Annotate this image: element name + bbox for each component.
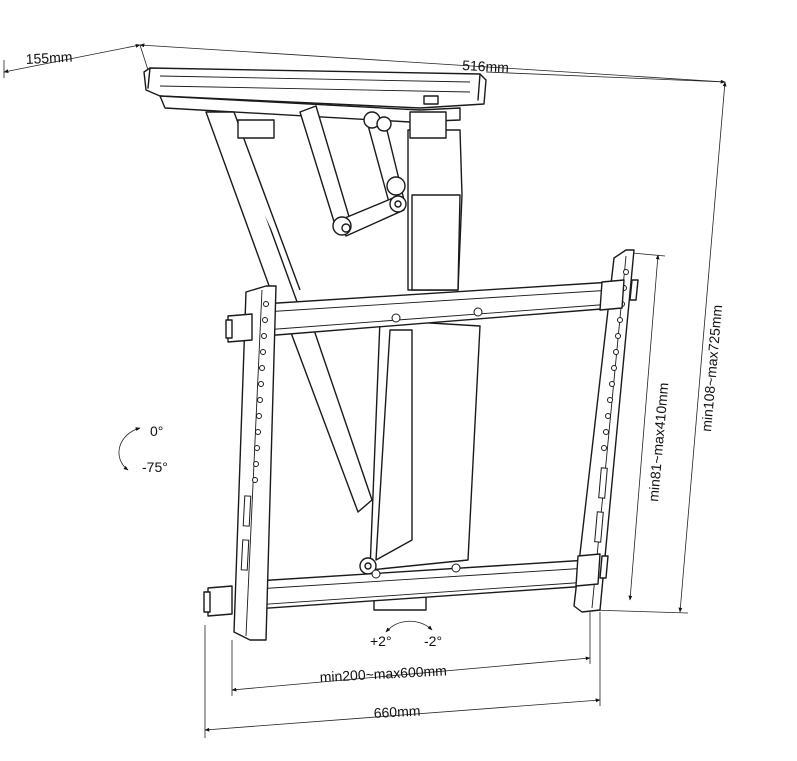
vesa-horizontal-label: min200~max600mm xyxy=(319,662,447,685)
arm-assembly xyxy=(205,105,481,611)
vesa-vertical-label: min81~max410mm xyxy=(645,382,671,502)
right-vertical-bracket xyxy=(573,249,639,613)
tilt-indicator xyxy=(118,427,141,471)
dimension-lines xyxy=(3,43,727,738)
total-width-label: 660mm xyxy=(373,703,420,721)
swivel-left-label: +2° xyxy=(370,633,392,649)
swivel-indicator xyxy=(385,620,433,633)
ceiling-width-label: 516mm xyxy=(462,57,509,75)
ceiling-depth-label: 155mm xyxy=(25,49,72,67)
left-vertical-bracket xyxy=(203,285,277,641)
total-height-label: min108~max725mm xyxy=(698,304,725,432)
swivel-right-label: -2° xyxy=(424,633,442,649)
tilt-up-label: 0° xyxy=(150,423,163,439)
tilt-arrow-icon xyxy=(118,427,141,471)
swivel-arrow-icon xyxy=(385,620,433,633)
tilt-down-label: -75° xyxy=(142,459,168,475)
